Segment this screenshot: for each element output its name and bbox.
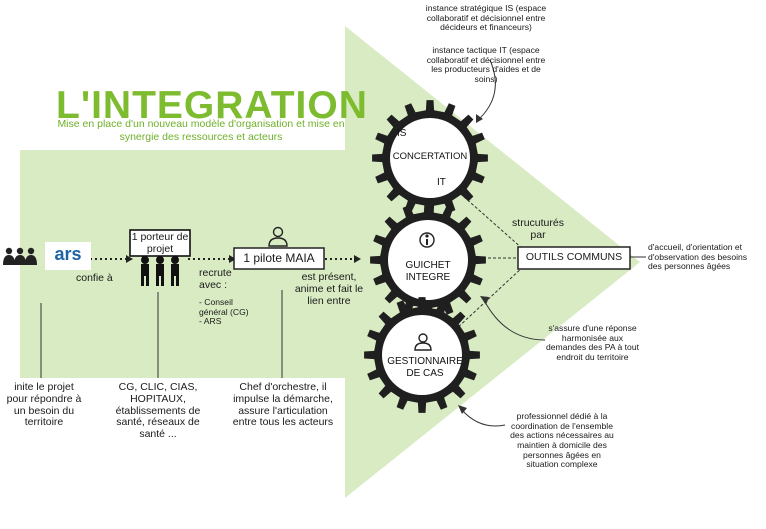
gear-is-label: IS <box>397 128 407 139</box>
page-subtitle: Mise en place d'un nouveau modèle d'orga… <box>57 118 345 144</box>
gear-gestionnaire-label: GESTIONNAIRE DE CAS <box>387 356 463 379</box>
pilote-box <box>233 247 325 270</box>
gear-concertation <box>372 100 488 216</box>
gear-center <box>388 220 468 300</box>
porteur-action: recrute avec : <box>199 267 232 291</box>
note-gestionnaire-def: professionnel dédié à la coordination de… <box>510 411 614 470</box>
outils-box <box>517 246 631 270</box>
user-icon <box>414 333 432 351</box>
callout-gestionnaire <box>461 409 506 427</box>
structures-par: strucuturés par <box>512 217 564 241</box>
gear-gestionnaire <box>364 297 480 413</box>
porteur-label: 1 porteur de projet <box>131 231 189 255</box>
note-guichet-def: s'assure d'une réponse harmonisée aux de… <box>545 323 639 362</box>
outils-label: OUTILS COMMUNS <box>525 251 623 263</box>
dash-gestionnaire-outils <box>454 265 525 331</box>
ars-logo: ars <box>54 244 82 264</box>
gear-guichet <box>370 202 486 318</box>
ars-action: confie à <box>76 272 113 284</box>
pilote-action: est présent, anime et fait le lien entre <box>294 271 364 307</box>
pilote-note: Chef d'orchestre, il impulse la démarche… <box>232 381 334 429</box>
integration-arrow <box>20 26 640 498</box>
porteur-note: CG, CLIC, CIAS, HOPITAUX, établissements… <box>115 381 201 440</box>
gear-guichet-label: GUICHET INTEGRE <box>405 260 451 283</box>
pilote-label: 1 pilote MAIA <box>243 251 315 265</box>
person-icon <box>268 226 288 247</box>
protest-people-icon <box>129 229 191 286</box>
gear-center <box>382 315 462 395</box>
page-title: L'INTEGRATION <box>56 84 368 127</box>
gear-concertation-label: CONCERTATION <box>392 151 468 162</box>
callout-guichet <box>483 299 546 341</box>
ars-note: inite le projet pour répondre à un besoi… <box>6 381 82 429</box>
note-is-def: instance stratégique IS (espace collabor… <box>425 3 547 33</box>
gear-it-label: IT <box>437 177 446 188</box>
people-group-icon <box>3 247 37 265</box>
note-outils-def: d'accueil, d'orientation et d'observatio… <box>648 242 748 272</box>
callout-it <box>477 59 496 121</box>
note-it-def: instance tactique IT (espace collaborati… <box>426 45 546 84</box>
gear-center <box>390 118 470 198</box>
ars-logo-box <box>45 242 91 270</box>
porteur-list: - Conseil général (CG) - ARS <box>199 297 249 327</box>
info-person-icon <box>419 232 435 248</box>
